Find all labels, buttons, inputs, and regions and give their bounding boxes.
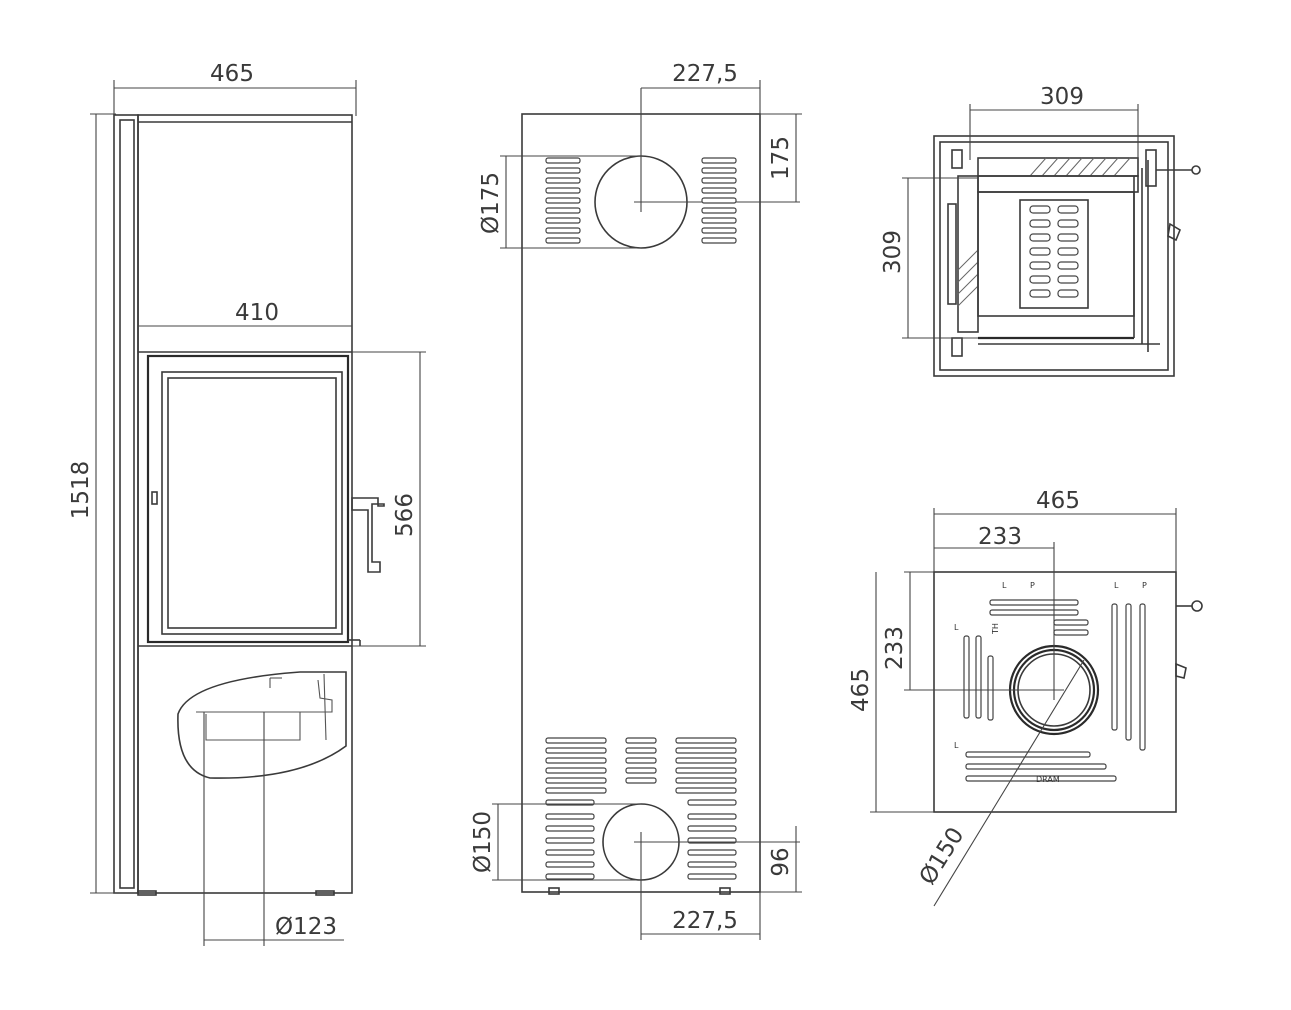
front-door-width-label: 410 (235, 300, 279, 326)
side-bottom-flue-height-label: 96 (768, 847, 794, 876)
front-air-inlet-label: Ø123 (275, 914, 337, 940)
firebox-depth-label: 309 (880, 230, 906, 274)
plan-center-x-label: 233 (978, 524, 1022, 550)
front-width-label: 465 (210, 61, 254, 87)
firebox-width-label: 309 (1040, 84, 1084, 110)
svg-text:TH: TH (991, 623, 1000, 635)
firebox-top-view: 309 309 (880, 84, 1201, 377)
bottom-vents (545, 737, 737, 880)
front-body (137, 114, 353, 894)
plan-depth-label: 465 (848, 668, 874, 712)
side-bottom-offset-label: 227,5 (672, 908, 738, 934)
firebox-grate (1019, 199, 1089, 309)
grate-slots (1029, 205, 1079, 298)
side-view: 227,5 175 Ø175 (470, 61, 802, 940)
front-cutaway (177, 671, 347, 779)
front-view: 465 410 1518 566 Ø123 (68, 61, 426, 946)
svg-text:P: P (1142, 581, 1147, 590)
svg-text:L: L (1002, 581, 1007, 590)
plan-view: L P L P L L TH DRAM 465 233 233 465 Ø150 (848, 488, 1203, 907)
front-door (146, 354, 350, 644)
side-top-flue-label: Ø175 (478, 172, 504, 234)
side-top-offset-label: 227,5 (672, 61, 738, 87)
front-door-height-label: 566 (392, 493, 418, 537)
top-vents-right (701, 157, 737, 244)
front-door-glass (161, 371, 343, 635)
side-top-flue-height-label: 175 (768, 136, 794, 180)
firebox-outer (933, 135, 1175, 377)
svg-text:P: P (1030, 581, 1035, 590)
plan-center-y-label: 233 (882, 626, 908, 670)
front-height-label: 1518 (68, 461, 94, 520)
side-bottom-flue-label: Ø150 (470, 811, 496, 873)
plan-width-label: 465 (1036, 488, 1080, 514)
svg-text:L: L (954, 741, 959, 750)
plan-flue-label: Ø150 (915, 823, 970, 889)
plan-body (933, 571, 1177, 813)
door-handle (351, 497, 385, 573)
top-vents-left (545, 157, 581, 244)
svg-text:L: L (1114, 581, 1119, 590)
svg-text:L: L (954, 623, 959, 632)
plan-dram-label: DRAM (1036, 775, 1060, 784)
